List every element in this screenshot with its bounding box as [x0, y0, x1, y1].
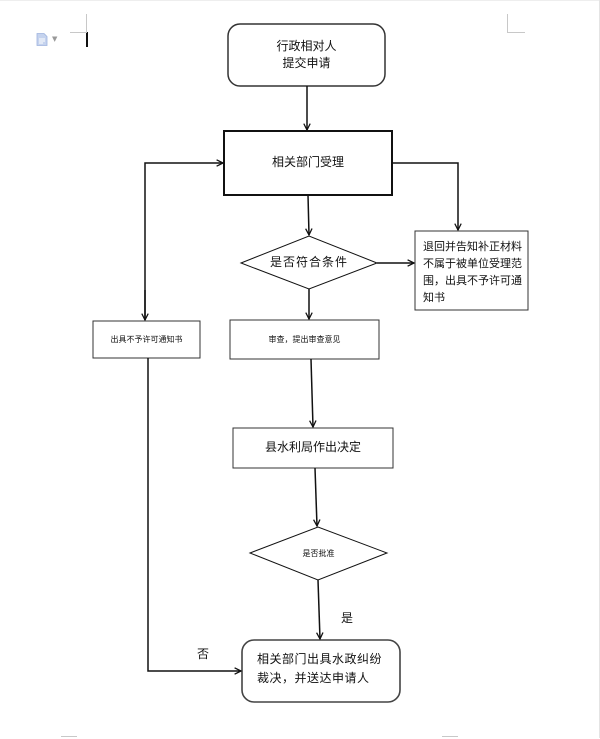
return-notice-node: 退回并告知补正材料不属于被单位受理范围，出具不予许可通知书 — [423, 238, 523, 306]
chevron-down-icon[interactable]: ▼ — [52, 35, 58, 43]
review-node: 审查，提出审查意见 — [230, 320, 379, 359]
decision-node-label: 县水利局作出决定 — [264, 440, 361, 455]
edge-decision-to-approve-check — [315, 467, 317, 526]
edge-review-to-decision — [311, 358, 313, 427]
edge-approve-yes-to-end — [318, 579, 320, 639]
start-node: 行政相对人 提交申请 — [228, 24, 385, 86]
decision-node-shape — [232, 427, 394, 469]
end-node: 相关部门出具水政纠纷裁决，并送达申请人 — [257, 650, 392, 690]
end-node-shape — [241, 639, 401, 703]
start-node-line1: 行政相对人 — [276, 38, 337, 53]
page-top-edge — [0, 0, 600, 1]
start-node-line2: 提交申请 — [282, 56, 331, 70]
deny-notice-node: 出具不予许可通知书 — [93, 321, 200, 358]
text-cursor — [86, 32, 88, 47]
margin-corner-top-right — [507, 14, 525, 33]
condition-node: 是否符合条件 — [241, 236, 377, 289]
return-notice-node-text: 退回并告知补正材料不属于被单位受理范围，出具不予许可通知书 — [423, 240, 522, 304]
approve-check-node: 是否批准 — [250, 527, 387, 580]
approve-check-node-label: 是否批准 — [302, 548, 335, 558]
margin-corner-bottom-right — [442, 736, 458, 739]
margin-corner-bottom-left — [61, 736, 77, 739]
edge-accept-to-return — [392, 162, 458, 230]
return-notice-node-shape — [414, 230, 529, 311]
document-icon[interactable] — [36, 33, 48, 46]
deny-notice-node-label: 出具不予许可通知书 — [110, 334, 183, 344]
approve-check-diamond — [248, 526, 389, 581]
edge-accept-to-condition — [308, 194, 309, 235]
edge-label-yes: 是 — [341, 611, 354, 625]
review-node-shape — [229, 319, 380, 360]
accept-node-label: 相关部门受理 — [271, 155, 344, 170]
accept-node: 相关部门受理 — [224, 131, 392, 195]
decision-node: 县水利局作出决定 — [233, 428, 393, 468]
accept-node-shape — [223, 130, 393, 196]
edge-deny-notice-to-end — [147, 358, 241, 671]
condition-node-label: 是否符合条件 — [269, 254, 348, 269]
margin-corner-top-left — [70, 14, 87, 33]
end-node-text: 相关部门出具水政纠纷裁决，并送达申请人 — [257, 652, 383, 685]
edge-label-no: 否 — [197, 647, 210, 661]
review-node-label: 审查，提出审查意见 — [268, 334, 341, 344]
deny-notice-node-shape — [92, 320, 201, 359]
edge-left-loop-to-accept — [144, 163, 223, 320]
